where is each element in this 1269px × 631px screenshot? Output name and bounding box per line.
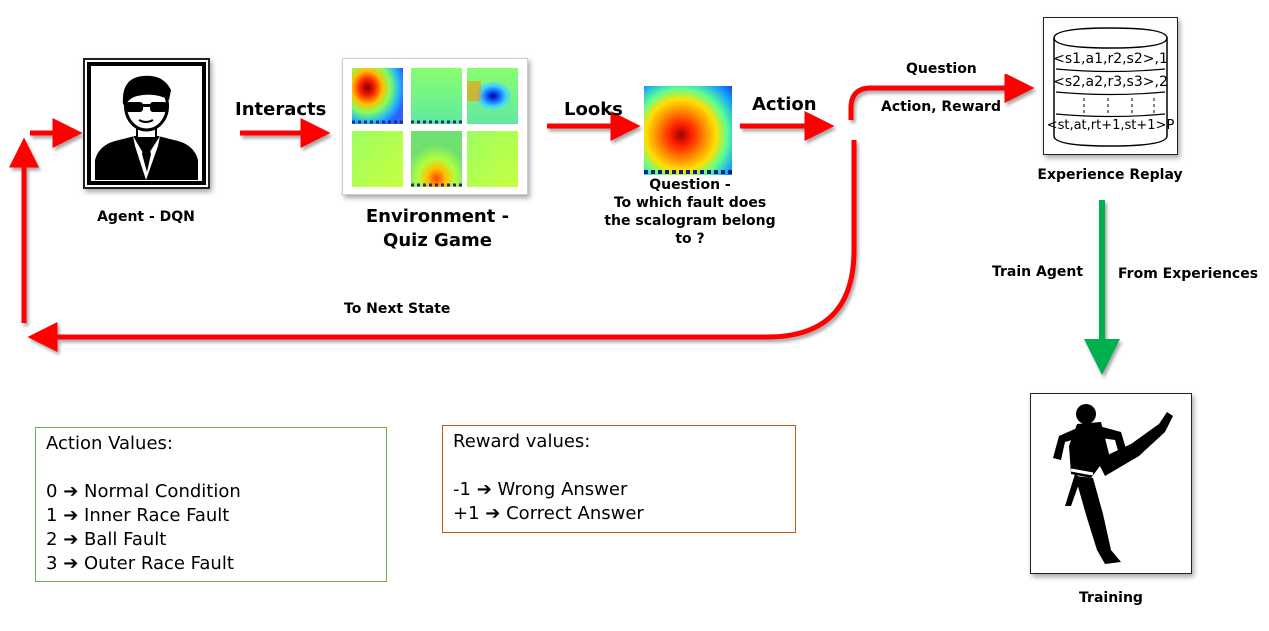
action-key: 1 [46, 505, 58, 526]
replay-row-2: <s2,a2,r3,s3>,2 [1053, 74, 1168, 90]
scalogram-4 [352, 131, 403, 187]
reward-values-title: Reward values: [453, 431, 591, 452]
scalogram-6 [467, 131, 518, 187]
action-value-row-2: 2 ➔ Ball Fault [46, 528, 376, 552]
right-arrow-icon: ➔ [63, 529, 79, 550]
environment-label-line1: Environment - [365, 206, 510, 227]
reward-label-text: Wrong Answer [497, 479, 628, 500]
right-arrow-icon: ➔ [485, 503, 501, 524]
right-arrow-icon: ➔ [63, 553, 79, 574]
scalogram-2 [411, 68, 462, 124]
question-text-line2: To which fault does [613, 195, 767, 211]
question-label: Question [906, 61, 977, 77]
reward-value-row-1: +1 ➔ Correct Answer [453, 502, 785, 526]
training-frame [1030, 393, 1192, 574]
question-text-line1: Question - [649, 177, 731, 193]
action-label: Action [752, 94, 817, 115]
action-label-text: Inner Race Fault [84, 505, 230, 526]
martial-arts-kick-icon [1053, 404, 1173, 564]
reward-key: +1 [453, 503, 480, 524]
action-label-text: Ball Fault [84, 529, 167, 550]
reward-values-box: Reward values: -1 ➔ Wrong Answer +1 ➔ Co… [442, 425, 796, 533]
right-arrow-icon: ➔ [476, 479, 492, 500]
question-text: Question - To which fault does the scalo… [600, 176, 780, 248]
to-next-state-label: To Next State [344, 301, 451, 317]
scalogram-5 [411, 131, 462, 187]
train-agent-label: Train Agent [992, 264, 1084, 280]
reward-key: -1 [453, 479, 471, 500]
action-key: 0 [46, 481, 58, 502]
action-value-row-3: 3 ➔ Outer Race Fault [46, 552, 376, 576]
interacts-label: Interacts [235, 99, 327, 120]
agent-label: Agent - DQN [97, 209, 195, 225]
experience-replay-frame: <s1,a1,r2,s2>,1 <s2,a2,r3,s3>,2 <st,at,r… [1043, 17, 1178, 155]
environment-frame [342, 58, 528, 195]
action-label-text: Outer Race Fault [84, 553, 234, 574]
question-scalogram [644, 86, 732, 175]
replay-row-1: <s1,a1,r2,s2>,1 [1053, 51, 1168, 67]
right-arrow-icon: ➔ [63, 481, 79, 502]
action-values-box: Action Values: 0 ➔ Normal Condition 1 ➔ … [35, 427, 387, 582]
training-label: Training [1079, 590, 1143, 606]
reward-value-row-0: -1 ➔ Wrong Answer [453, 478, 785, 502]
scalogram-1 [352, 68, 403, 124]
right-arrow-icon: ➔ [63, 505, 79, 526]
action-key: 3 [46, 553, 58, 574]
question-text-line4: to ? [675, 231, 705, 247]
action-value-row-1: 1 ➔ Inner Race Fault [46, 504, 376, 528]
action-key: 2 [46, 529, 58, 550]
replay-row-3: <st,at,rt+1,st+1>P [1046, 118, 1175, 133]
agent-frame [83, 58, 210, 189]
database-icon [1053, 27, 1168, 147]
experience-replay-label: Experience Replay [1037, 167, 1183, 183]
action-reward-label: Action, Reward [881, 99, 1001, 115]
action-value-row-0: 0 ➔ Normal Condition [46, 480, 376, 504]
reward-label-text: Correct Answer [506, 503, 644, 524]
environment-label-line2: Quiz Game [383, 230, 492, 251]
scalogram-grid [352, 68, 518, 187]
from-experiences-label: From Experiences [1118, 266, 1259, 282]
arrow-question-to-replay [848, 73, 1035, 120]
action-label-text: Normal Condition [84, 481, 241, 502]
question-text-line3: the scalogram belong [604, 213, 776, 229]
arrow-to-next-state [27, 140, 857, 352]
environment-label: Environment - Quiz Game [345, 205, 530, 253]
agent-avatar-icon [87, 62, 206, 185]
looks-label: Looks [564, 99, 623, 120]
action-values-title: Action Values: [46, 433, 173, 454]
